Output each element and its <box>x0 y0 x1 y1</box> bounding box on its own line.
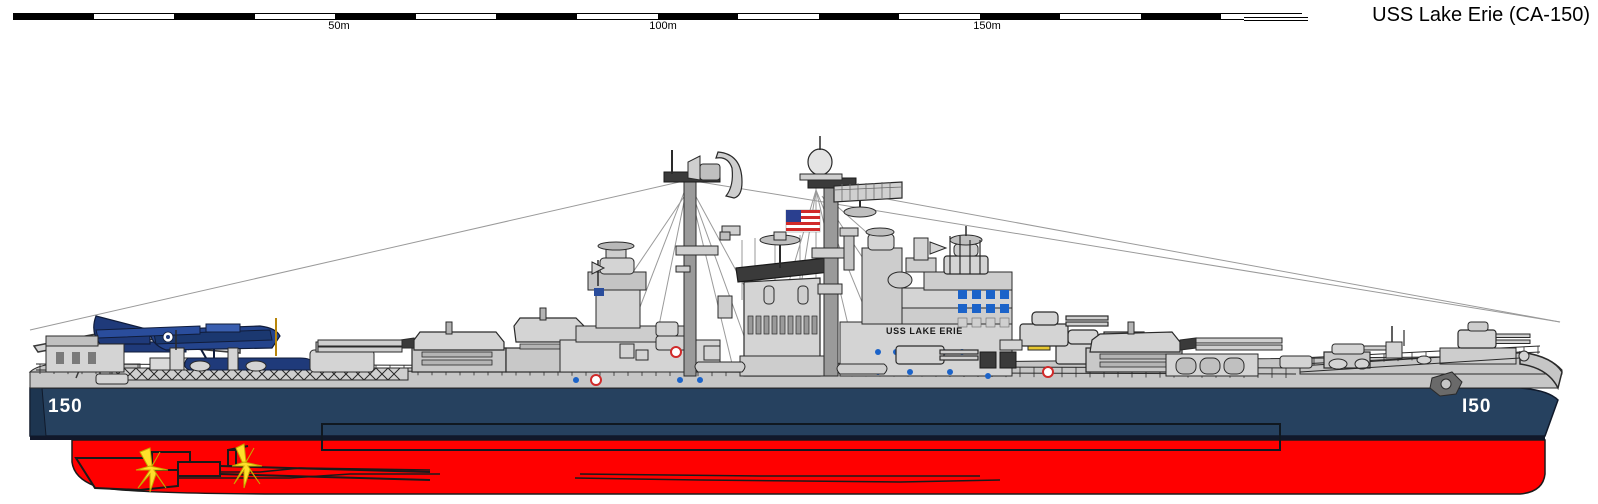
scale-bar-segment <box>93 13 175 20</box>
aft-deck-fittings <box>95 360 267 385</box>
scale-bar-segment <box>657 13 739 20</box>
scale-bar-segment <box>1060 13 1141 20</box>
hull-navy <box>29 387 1559 437</box>
scale-bar-segment <box>13 13 94 20</box>
scale-bar-segment <box>254 13 336 20</box>
page-title: USS Lake Erie (CA-150) <box>1372 4 1590 26</box>
scale-bar-segment <box>979 13 1061 20</box>
bridge-windows <box>957 290 1010 328</box>
scale-tick-label: 150m <box>973 20 1001 32</box>
boot-topping <box>30 434 1545 440</box>
funnel <box>735 231 831 377</box>
main-turret-fwd-2 <box>1085 321 1283 373</box>
scale-bar-segment <box>818 13 900 20</box>
misc-deck-items <box>619 339 1023 361</box>
aft-mast <box>663 150 743 377</box>
life-ring <box>590 374 602 386</box>
bow-gun-mount <box>1439 321 1531 365</box>
funnel-grill <box>747 315 818 335</box>
scale-bar: 50m 100m 150m <box>0 0 1598 40</box>
propeller-shafts <box>177 445 431 481</box>
life-ring-2 <box>670 346 682 358</box>
aft-director <box>587 241 647 296</box>
hull-name-text: USS LAKE ERIE <box>886 326 963 336</box>
ships-boat <box>694 361 888 375</box>
bow-hull-number: I50 <box>1462 396 1491 417</box>
life-ring-3 <box>1042 366 1054 378</box>
scale-bar-segment <box>415 13 497 20</box>
scale-tick-label: 100m <box>649 20 677 32</box>
bow-deck-fittings <box>1279 326 1432 370</box>
scale-bar-segment <box>496 13 577 20</box>
secondary-battery-house <box>1165 353 1259 377</box>
main-turret-aft-1 <box>317 321 507 373</box>
air-search-radar <box>687 151 743 199</box>
title-rule <box>1244 17 1308 21</box>
forecastle-lines <box>1299 357 1521 373</box>
propellers <box>135 443 263 493</box>
hull-underwater <box>71 439 1546 495</box>
stern-hull-number: 150 <box>48 396 83 417</box>
scale-bar-segment <box>174 13 255 20</box>
scale-tick-label: 50m <box>328 20 350 32</box>
bow-stem <box>1519 351 1563 391</box>
scale-bar-segment <box>738 13 819 20</box>
armor-belt <box>321 423 1281 451</box>
stern-deckhouse <box>45 335 125 373</box>
fwd-mast <box>785 136 903 377</box>
us-flag <box>785 209 821 233</box>
anchor-icon <box>1429 371 1463 397</box>
scale-bar-segment <box>1140 13 1222 20</box>
scale-bar-segment <box>576 13 658 20</box>
air-search-array <box>833 181 903 218</box>
surface-search-radar-funnel <box>759 231 801 268</box>
scale-bar-segment <box>335 13 416 20</box>
secondary-structure <box>861 227 981 325</box>
scale-bar-segment <box>899 13 980 20</box>
